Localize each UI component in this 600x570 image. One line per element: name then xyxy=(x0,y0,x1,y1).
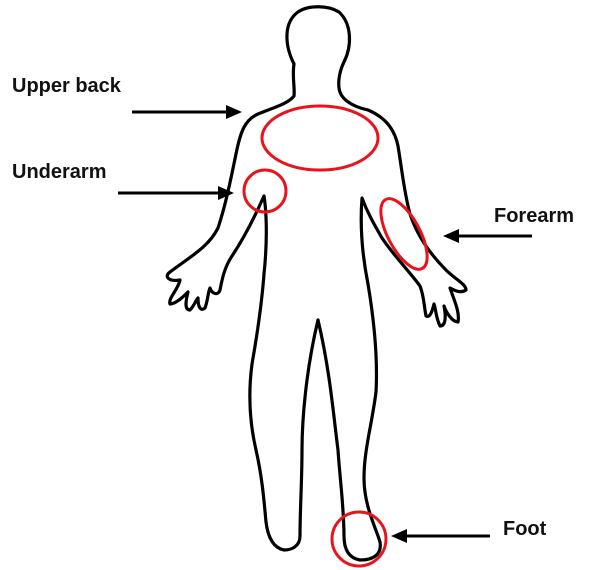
torso-and-arm-outline-right xyxy=(318,110,466,560)
upper-back-arrow xyxy=(132,105,242,119)
human-body-outline-icon xyxy=(167,7,466,560)
forearm-arrow xyxy=(443,229,532,243)
forearm-label: Forearm xyxy=(494,206,574,226)
underarm-label: Underarm xyxy=(12,162,106,182)
foot-arrow xyxy=(391,529,490,543)
underarm-arrow xyxy=(118,186,234,200)
head-outline xyxy=(287,7,368,110)
foot-label: Foot xyxy=(503,519,546,539)
torso-and-arm-outline xyxy=(167,64,318,550)
upper-back-label: Upper back xyxy=(12,76,121,96)
upper-back-highlight xyxy=(262,106,378,170)
